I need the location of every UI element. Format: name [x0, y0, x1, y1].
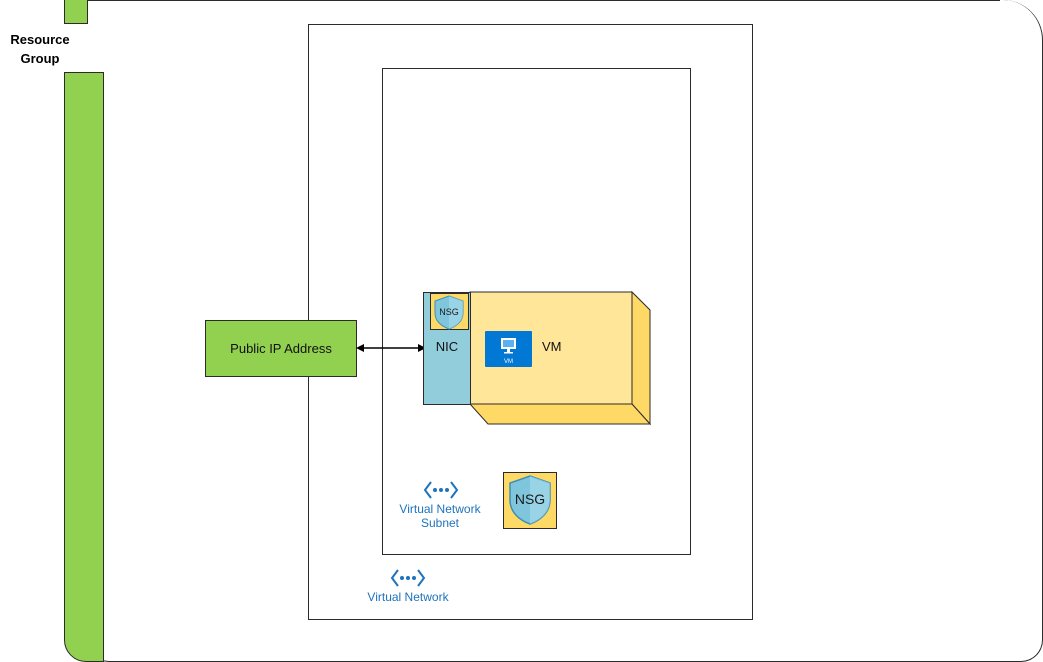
subnet-icon	[423, 481, 459, 499]
vm-label: VM	[542, 339, 562, 354]
vm-box	[468, 290, 652, 426]
resource-group-label-box	[0, 24, 88, 72]
vm-icon: VM	[485, 331, 532, 367]
virtual-network-label: Virtual Network	[367, 590, 449, 604]
nic-nsg-icon: NSG	[430, 293, 469, 330]
public-ip-node: Public IP Address	[205, 320, 357, 377]
resource-group-label: Resource Group	[10, 32, 70, 66]
subnet-label-line2: Subnet	[420, 516, 460, 530]
subnet-label: Virtual Network Subnet	[392, 502, 488, 530]
public-ip-label: Public IP Address	[230, 341, 332, 356]
resource-group-frame-top	[87, 0, 1000, 2]
resource-group-bar	[64, 72, 104, 662]
vm-icon-caption: VM	[504, 359, 513, 365]
virtual-network-icon	[390, 569, 426, 587]
connector-arrow	[356, 344, 426, 352]
subnet-nsg-text: NSG	[515, 491, 545, 507]
resource-group-bar-top	[64, 0, 88, 24]
nic-nsg-text: NSG	[439, 307, 459, 317]
nic-label: NIC	[435, 339, 459, 354]
subnet-label-line1: Virtual Network	[399, 502, 481, 516]
subnet-nsg-icon: NSG	[503, 472, 557, 529]
